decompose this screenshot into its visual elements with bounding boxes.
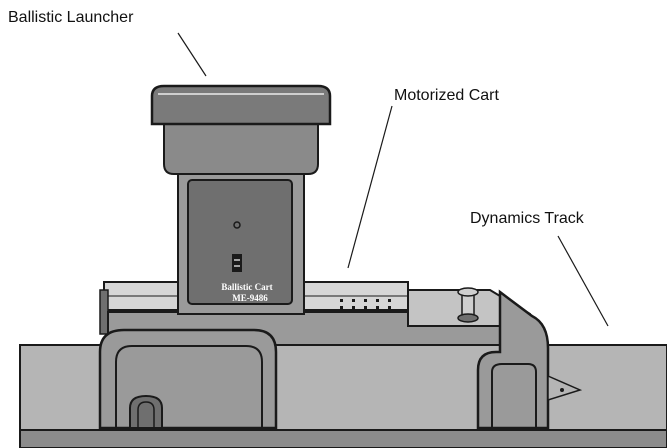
label-ballistic-launcher: Ballistic Launcher xyxy=(8,9,134,26)
label-motorized-cart: Motorized Cart xyxy=(394,87,499,104)
plate-line-2: ME-9486 xyxy=(232,293,268,303)
leader-line-launcher xyxy=(177,32,207,77)
cart-end-bracket xyxy=(407,287,583,430)
label-dynamics-track: Dynamics Track xyxy=(470,210,584,227)
motorized-cart-body xyxy=(98,311,501,430)
ballistic-launcher: Ballistic Cart ME-9486 xyxy=(150,84,332,315)
leader-line-cart xyxy=(347,105,393,269)
leader-line-track xyxy=(557,235,609,327)
plate-line-1: Ballistic Cart xyxy=(221,282,272,292)
